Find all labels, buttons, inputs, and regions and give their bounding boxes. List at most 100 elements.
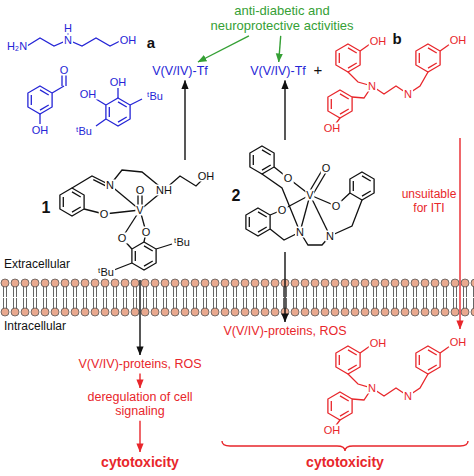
benzene-ring — [132, 242, 156, 270]
atom-label: O — [99, 209, 110, 220]
atom-label: ᵗBu — [173, 237, 191, 248]
atom-label: NH — [155, 185, 173, 196]
panel-letter: a — [147, 35, 155, 50]
node-text: cytotoxicity — [101, 454, 179, 470]
compartment-label: Extracellular — [4, 258, 70, 270]
bond — [270, 195, 310, 215]
bond — [262, 174, 300, 232]
node-text: OH — [323, 425, 342, 436]
atom-label: OH — [31, 125, 50, 136]
atom-label: H — [63, 23, 73, 34]
node-text: deregulation of cell signaling — [87, 390, 193, 419]
node-text: V(V/IV)-proteins, ROS — [224, 324, 347, 338]
text-node: anti-diabetic and neuroprotective activi… — [195, 2, 370, 36]
node-text: cytotoxicity — [306, 454, 384, 470]
atom-label: O — [135, 185, 146, 196]
text-node: cytotoxicity — [99, 452, 181, 472]
atom-label: O — [283, 173, 294, 184]
node-text: OH — [323, 123, 342, 134]
atom-label: O — [331, 201, 342, 212]
atom-label: O — [117, 233, 128, 244]
membrane-inner-leaflet — [0, 297, 474, 317]
atom-label: N — [295, 227, 305, 238]
node-text: OH — [369, 338, 388, 349]
benzene-ring — [350, 172, 374, 200]
node-text: OH — [369, 36, 388, 47]
text-node: V(V/IV)-Tf — [248, 62, 308, 80]
atom-label: N — [105, 180, 115, 191]
atom-label: N — [63, 35, 73, 46]
node-text: N — [367, 81, 377, 92]
atom-label: O — [59, 65, 70, 76]
atom-label: H₂N — [6, 41, 28, 52]
arrow-connector — [198, 36, 249, 62]
arrow-connector — [139, 421, 140, 452]
free-ligand-structure — [328, 346, 450, 428]
node-text: V(V/IV)-Tf — [152, 64, 208, 78]
node-text: N — [403, 89, 413, 100]
atom-label: ᵗBu — [146, 91, 164, 102]
membrane-outer-leaflet — [0, 278, 474, 298]
edge-label: unsuitable for ITI — [400, 188, 458, 216]
arrow-connector — [139, 373, 140, 388]
compartment-label: Intracellular — [4, 320, 66, 332]
benzene-ring — [106, 98, 130, 126]
arrow-connector — [459, 138, 460, 329]
bond — [27, 38, 122, 46]
benzene-ring — [60, 188, 84, 216]
complex-1-structure — [60, 170, 206, 270]
atom-label: ᵗBu — [97, 267, 115, 278]
node-text: OH — [449, 337, 468, 348]
atom-label: OH — [109, 77, 128, 88]
node-text: OH — [449, 35, 468, 46]
node-text: 2 — [232, 188, 241, 204]
bond — [96, 119, 106, 126]
text-node: cytotoxicity — [304, 452, 386, 472]
benzene-ring — [246, 208, 270, 236]
node-text: V(V/IV)-Tf — [250, 64, 306, 78]
arrow-connector — [184, 80, 185, 160]
benzene-ring — [28, 86, 52, 114]
structure-node: OH OH N N OH — [318, 329, 472, 440]
text-node: V(V/IV)-proteins, ROS — [222, 322, 349, 340]
structure-node: OH OH N N OH — [318, 30, 472, 138]
plus-sign: + — [314, 62, 323, 77]
bond — [52, 86, 64, 93]
node-text: N — [403, 391, 413, 402]
complex-2-structure — [246, 146, 374, 245]
curly-bracket — [222, 441, 468, 451]
node-text: V(V/IV)-proteins, ROS — [79, 357, 202, 371]
atom-label: O — [141, 227, 152, 238]
bond — [39, 114, 40, 124]
bond — [130, 99, 142, 105]
bond — [65, 74, 66, 86]
atom-label: V — [135, 205, 144, 216]
atom-label: ᵗBu — [75, 126, 93, 137]
bond — [96, 99, 106, 105]
bond — [114, 263, 132, 270]
bond — [61, 74, 62, 86]
arrow-connector — [279, 36, 281, 62]
bond — [156, 244, 172, 249]
text-node: V(V/IV)-Tf — [150, 62, 210, 80]
benzene-ring — [250, 146, 274, 174]
text-node: V(V/IV)-proteins, ROS — [77, 355, 204, 373]
node-text: N — [367, 383, 377, 394]
bond — [117, 88, 118, 98]
arrow-connector — [284, 80, 285, 140]
node-text: anti-diabetic and neuroprotective activi… — [197, 4, 368, 34]
arrow-connector — [139, 280, 140, 355]
released-ligands — [27, 32, 142, 126]
free-ligand-structure — [328, 44, 450, 126]
atom-label: OH — [119, 35, 138, 46]
atom-label: O — [277, 205, 288, 216]
panel-letter: b — [392, 31, 401, 46]
node-text: 1 — [42, 200, 51, 216]
atom-label: OH — [79, 89, 98, 100]
atom-label: O — [321, 163, 332, 174]
atom-label: OH — [197, 171, 216, 182]
text-node: deregulation of cell signaling — [85, 388, 195, 421]
